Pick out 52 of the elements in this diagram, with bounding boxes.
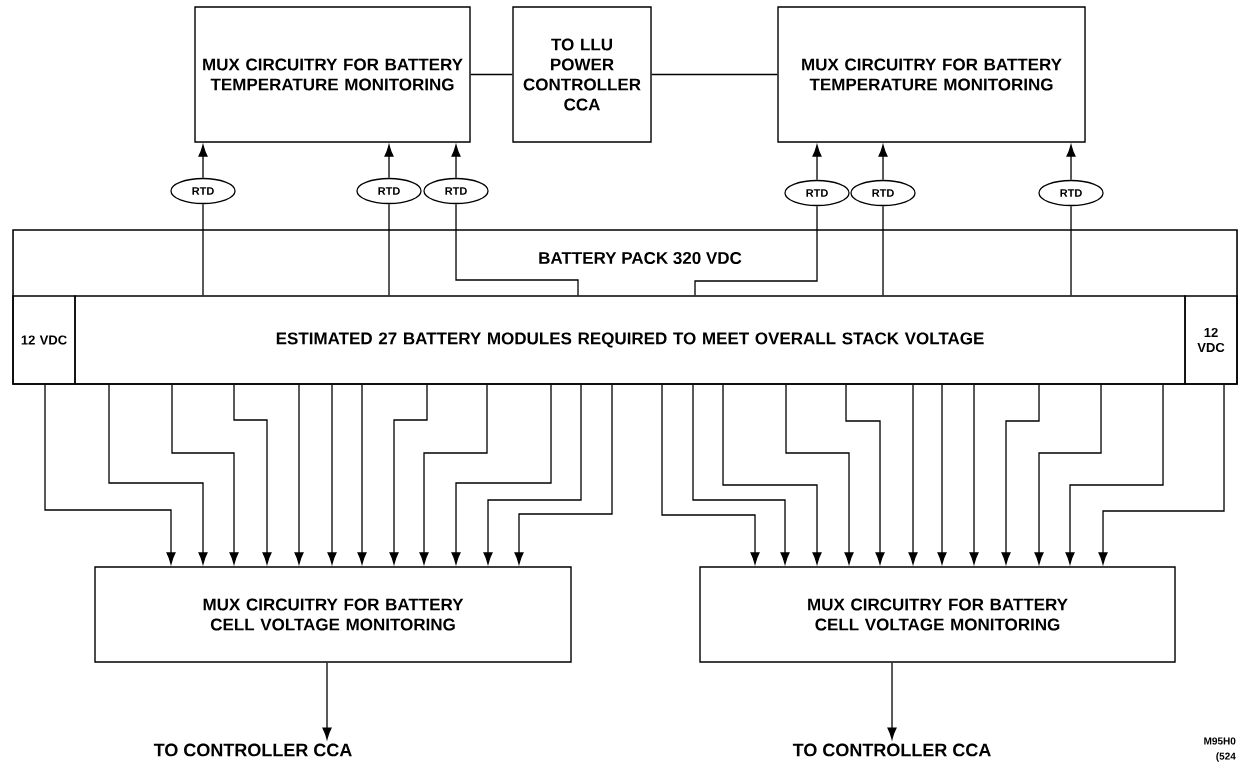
block-box: MUX CIRCUITRY FOR BATTERY TEMPERATURE MONITORING <box>194 6 471 143</box>
output-label: TO CONTROLLER CCA <box>153 743 352 757</box>
connector <box>451 144 461 179</box>
connector <box>1098 384 1225 565</box>
connector <box>388 203 390 296</box>
connector <box>198 144 208 179</box>
connector <box>908 384 918 565</box>
connector <box>937 384 947 565</box>
connector <box>233 384 272 565</box>
connector <box>483 384 582 565</box>
connector <box>44 384 176 565</box>
connector <box>202 203 204 296</box>
block-box: MUX CIRCUITRY FOR BATTERY TEMPERATURE MONITORING <box>777 6 1086 143</box>
connector <box>171 384 239 565</box>
connector <box>661 384 760 565</box>
connector <box>108 384 208 565</box>
output-label: TO CONTROLLER CCA <box>792 743 991 757</box>
connector <box>845 384 885 565</box>
connector <box>882 205 884 296</box>
connector <box>357 384 367 565</box>
block-box: 12 VDC <box>1184 295 1238 385</box>
connector <box>419 384 488 565</box>
connector <box>327 384 337 565</box>
connector <box>887 662 897 740</box>
connector <box>470 73 513 76</box>
connector <box>1065 384 1164 565</box>
block-box: 12 VDC <box>12 295 76 385</box>
block-box: ESTIMATED 27 BATTERY MODULES REQUIRED TO MEET OVERALL STACK VOLTAGE <box>74 295 1186 385</box>
connector <box>389 384 428 565</box>
block-box: MUX CIRCUITRY FOR BATTERY CELL VOLTAGE MONITORING <box>699 566 1176 663</box>
drawing-number: (524 <box>1216 752 1236 762</box>
connector <box>878 144 888 181</box>
connector <box>514 384 613 565</box>
connector <box>294 384 304 565</box>
connector <box>1001 384 1040 565</box>
connector <box>1070 205 1072 296</box>
block-box: MUX CIRCUITRY FOR BATTERY CELL VOLTAGE MONITORING <box>94 566 572 663</box>
connector <box>451 384 552 565</box>
connector <box>651 73 778 76</box>
block-box: TO LLU POWER CONTROLLER CCA <box>512 6 652 143</box>
connector <box>322 662 332 740</box>
connector <box>1066 144 1076 181</box>
connector <box>692 384 790 565</box>
connector <box>384 144 394 179</box>
connector <box>455 203 579 296</box>
connector <box>722 384 822 565</box>
connector <box>785 384 854 565</box>
connector <box>1034 384 1102 565</box>
connector <box>694 205 818 296</box>
connector <box>969 384 979 565</box>
drawing-number: M95H0 <box>1204 737 1236 745</box>
connector <box>812 144 822 181</box>
